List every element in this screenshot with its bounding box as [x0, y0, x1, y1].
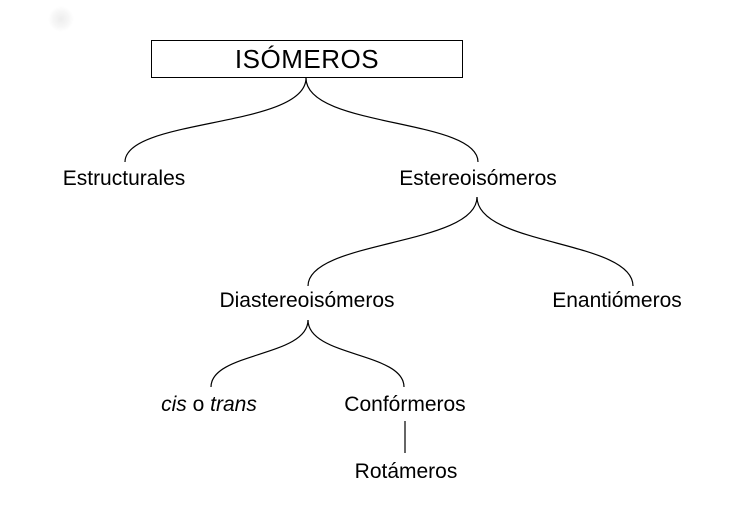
- node-rotameros: Rotámeros: [354, 460, 458, 483]
- edge-isomeros-estereoisomeros: [305, 77, 479, 163]
- edge-diastereoisomeros-cisotrans: [210, 319, 309, 388]
- node-cis-o-trans: cis o trans: [161, 392, 257, 417]
- trans-italic-text: trans: [210, 393, 257, 416]
- node-conformeros: Confórmeros: [344, 393, 466, 416]
- edge-isomeros-estructurales: [124, 77, 307, 163]
- edge-diastereoisomeros-conformeros: [307, 319, 405, 388]
- node-estereoisomeros: Estereoisómeros: [399, 167, 557, 190]
- edge-estereoisomeros-diastereoisomeros: [307, 196, 478, 287]
- node-diastereoisomeros: Diastereoisómeros: [219, 289, 395, 312]
- cis-italic-text: cis: [161, 393, 187, 416]
- root-node-isomeros: ISÓMEROS: [151, 40, 463, 78]
- node-estructurales: Estructurales: [62, 167, 186, 190]
- root-node-label: ISÓMEROS: [234, 43, 380, 74]
- edge-estereoisomeros-enantiomeros: [476, 196, 634, 287]
- node-enantiomeros: Enantiómeros: [552, 289, 682, 312]
- o-connector-text: o: [186, 393, 211, 416]
